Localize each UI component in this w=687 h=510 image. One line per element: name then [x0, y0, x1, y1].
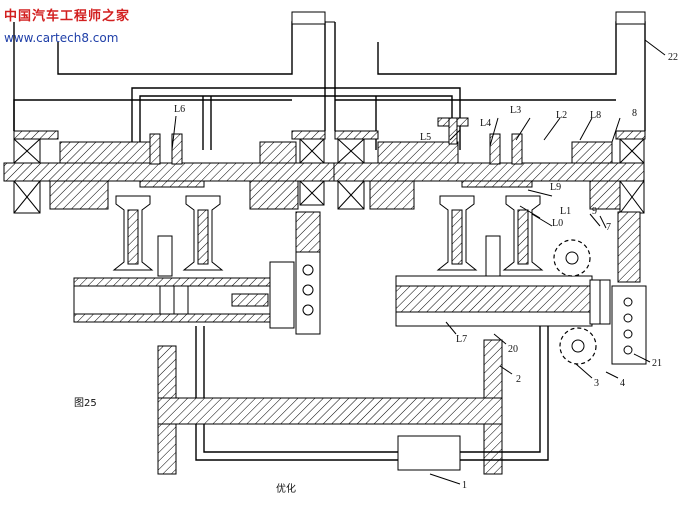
label-L8: L8	[590, 110, 601, 121]
watermark-title: 中国汽车工程师之家	[4, 8, 130, 24]
label-22: 22	[668, 52, 678, 63]
cylinder-right	[395, 211, 647, 365]
part-labels: 1 2 3 4 7 8 9 L0 L1 L2 L3 L4 L5 L6 L7 L8…	[174, 52, 678, 491]
label-L1: L1	[560, 206, 571, 217]
lower-gear	[559, 327, 597, 365]
label-9: 9	[592, 206, 597, 217]
cylinder-left	[73, 211, 321, 335]
gears	[553, 239, 597, 365]
figure-label: 图25	[74, 397, 97, 409]
shift-levers	[139, 117, 533, 188]
top-frame	[13, 11, 666, 131]
figure-caption: 优化	[276, 482, 296, 495]
upper-gear	[553, 239, 591, 277]
label-2: 2	[516, 374, 521, 385]
label-L0: L0	[552, 218, 563, 229]
label-8: 8	[632, 108, 637, 119]
label-L7: L7	[456, 334, 467, 345]
label-L6: L6	[174, 104, 185, 115]
watermark-url: www.cartech8.com	[4, 31, 118, 45]
label-L9: L9	[550, 182, 561, 193]
label-7: 7	[606, 222, 611, 233]
label-L2: L2	[556, 110, 567, 121]
main-shaft-left	[3, 130, 335, 214]
main-shaft-right	[333, 130, 646, 214]
label-4: 4	[620, 378, 625, 389]
label-L4: L4	[480, 118, 491, 129]
label-20: 20	[508, 344, 518, 355]
lower-frame	[157, 326, 549, 475]
label-21: 21	[652, 358, 662, 369]
leader-lines	[171, 115, 651, 485]
watermark: 中国汽车工程师之家 www.cartech8.com	[4, 8, 130, 45]
label-L5: L5	[420, 132, 431, 143]
label-1: 1	[462, 480, 467, 491]
label-3: 3	[594, 378, 599, 389]
label-L3: L3	[510, 105, 521, 116]
pedestals	[112, 195, 544, 277]
